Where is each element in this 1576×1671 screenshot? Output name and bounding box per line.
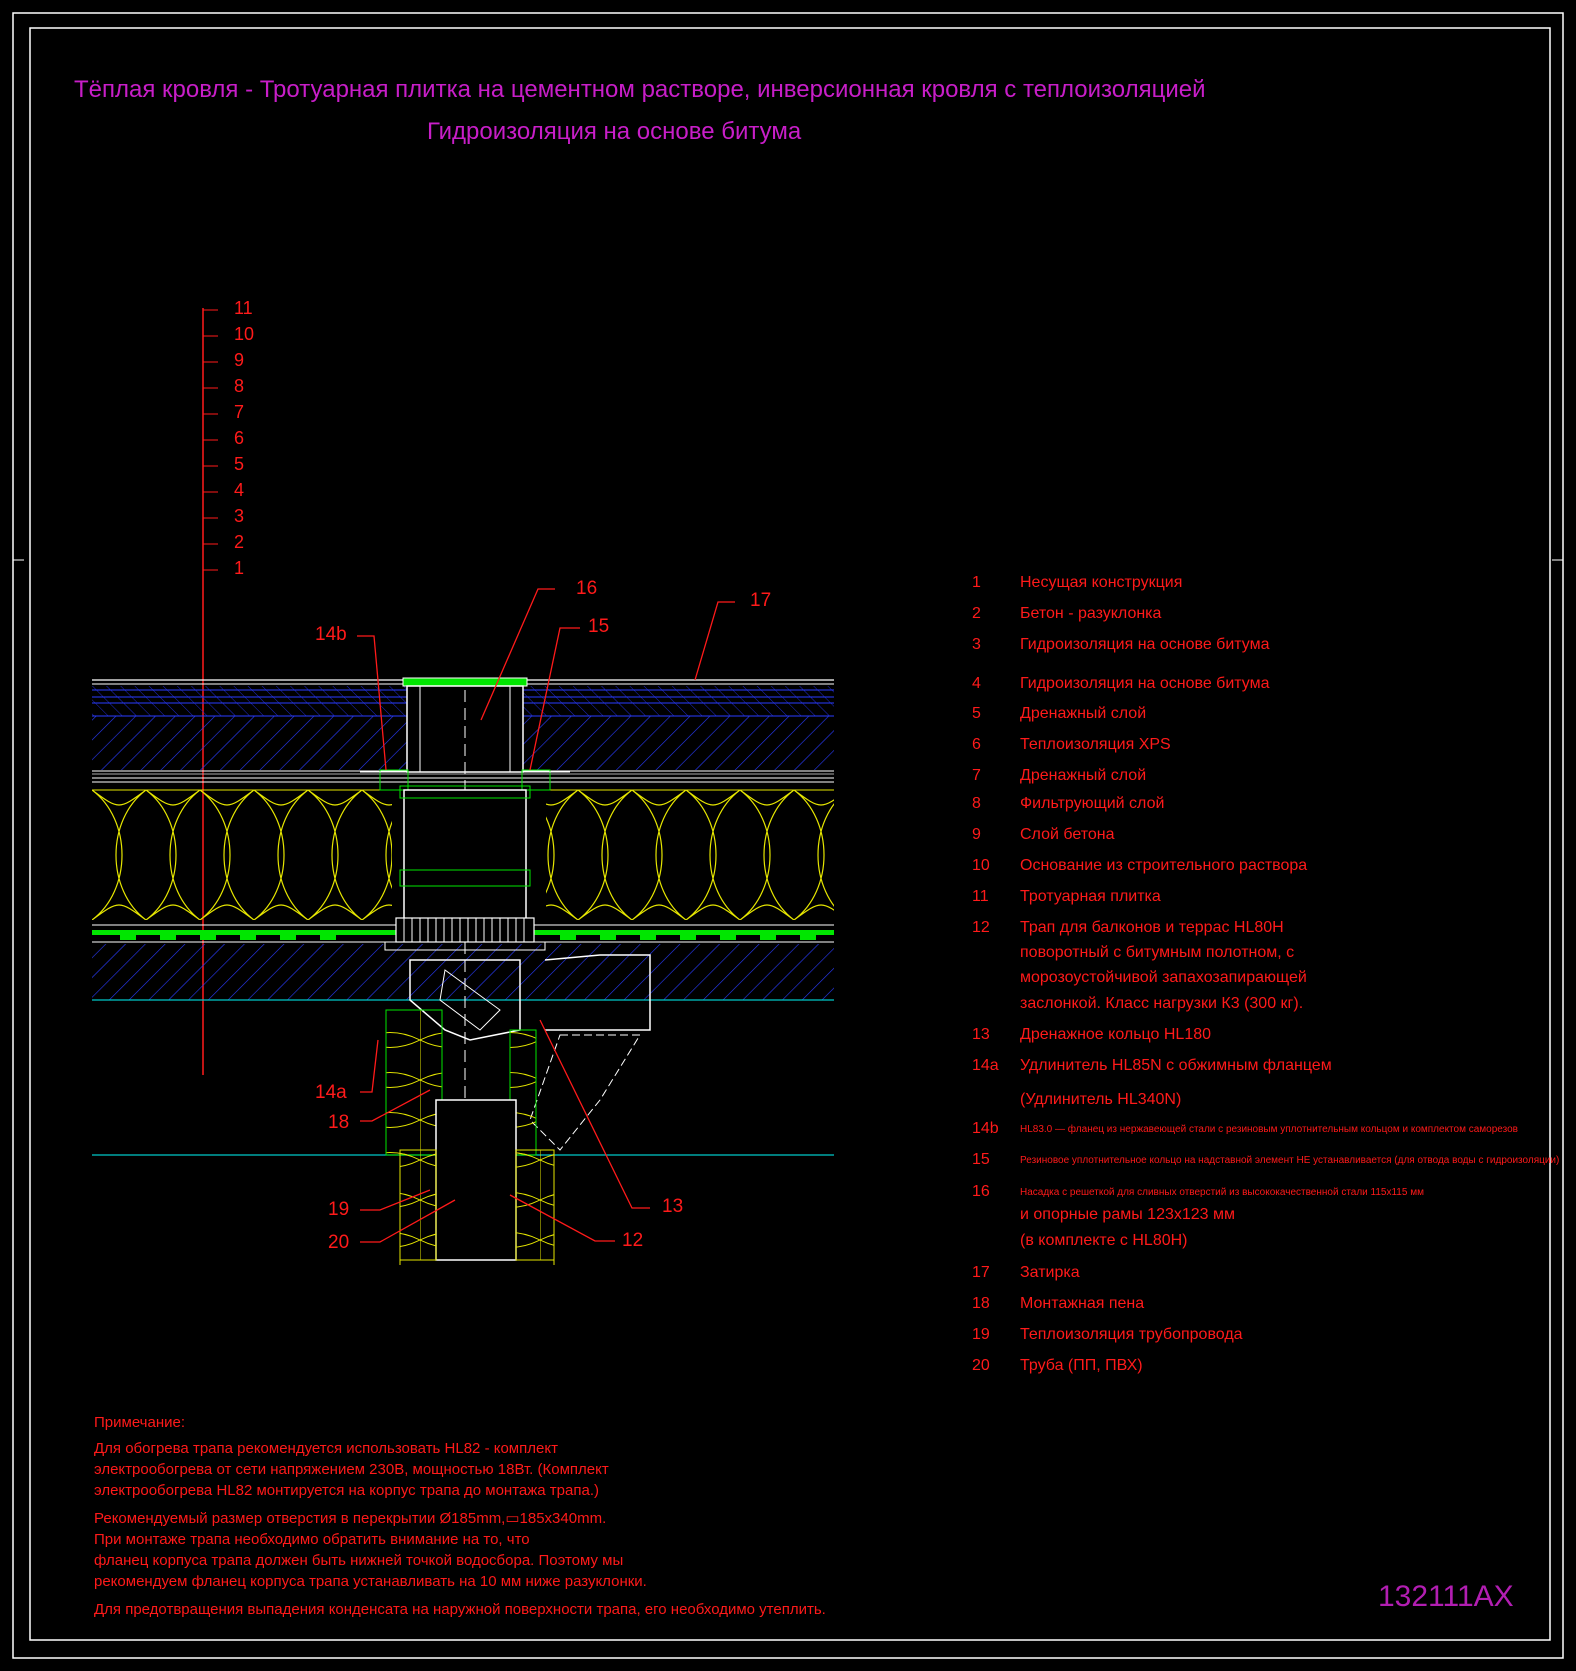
legend-text: и опорные рамы 123х123 мм	[1020, 1206, 1235, 1223]
callout-16: 16	[576, 578, 598, 599]
legend-text: HL83.0 — фланец из нержавеющей стали с р…	[1020, 1124, 1518, 1135]
legend-number: 1	[972, 574, 981, 591]
legend-number: 14a	[972, 1057, 999, 1074]
legend-number: 14b	[972, 1120, 999, 1137]
legend-number: 5	[972, 705, 981, 722]
legend-text: (Удлинитель HL340N)	[1020, 1091, 1182, 1108]
legend-text: Труба (ПП, ПВХ)	[1020, 1357, 1143, 1374]
legend-number: 3	[972, 636, 981, 653]
note-line: электрообогрева HL82 монтируется на корп…	[94, 1482, 599, 1499]
scale-label: 9	[234, 350, 245, 370]
scale-label: 8	[234, 376, 245, 396]
inner-frame	[29, 27, 1551, 1641]
scale-label: 1	[234, 558, 245, 578]
legend-text: Удлинитель HL85N с обжимным фланцем	[1020, 1057, 1332, 1074]
leader-lines	[357, 588, 735, 1243]
scale-label: 4	[234, 480, 245, 500]
note-line: При монтаже трапа необходимо обратить вн…	[94, 1531, 530, 1548]
legend-text: Гидроизоляция на основе битума	[1020, 675, 1270, 692]
scale-label: 2	[234, 532, 245, 552]
legend-text: морозоустойчивой запахозапирающей	[1020, 969, 1307, 986]
drawing-code: 132111AX	[1378, 1580, 1514, 1613]
scale-label: 7	[234, 402, 245, 422]
legend-text: Насадка с решеткой для сливных отверстий…	[1020, 1187, 1424, 1198]
legend-text: Монтажная пена	[1020, 1295, 1145, 1312]
legend-number: 16	[972, 1183, 990, 1200]
legend-text: Дренажное кольцо HL180	[1020, 1026, 1212, 1043]
outer-frame	[12, 12, 1564, 1659]
legend-text: Несущая конструкция	[1020, 574, 1183, 591]
callout-12: 12	[622, 1230, 644, 1251]
legend-number: 10	[972, 857, 990, 874]
scale-label: 3	[234, 506, 245, 526]
legend-text: заслонкой. Класс нагрузки К3 (300 кг).	[1020, 995, 1304, 1012]
legend-number: 2	[972, 605, 981, 622]
drain-assembly	[360, 677, 651, 1265]
callout-20: 20	[328, 1232, 350, 1253]
drawing-subtitle: Гидроизоляция на основе битума	[427, 118, 802, 145]
scale-label: 10	[234, 324, 255, 344]
legend-number: 8	[972, 795, 981, 812]
legend-text: поворотный с битумным полотном, с	[1020, 944, 1295, 961]
note-line: фланец корпуса трапа должен быть нижней …	[94, 1552, 624, 1569]
legend-text: Трап для балконов и террас HL80H	[1020, 919, 1284, 936]
legend-number: 4	[972, 675, 981, 692]
callout-13: 13	[662, 1196, 684, 1217]
legend-text: Фильтрующий слой	[1020, 795, 1165, 812]
scale-label: 6	[234, 428, 245, 448]
legend-text: Дренажный слой	[1020, 767, 1147, 784]
note-line: электрообогрева от сети напряжением 230В…	[94, 1461, 609, 1478]
callout-19: 19	[328, 1199, 350, 1220]
legend-number: 9	[972, 826, 981, 843]
legend-text: Бетон - разуклонка	[1020, 605, 1162, 622]
note-line: Для обогрева трапа рекомендуется использ…	[94, 1440, 558, 1457]
legend-number: 13	[972, 1026, 990, 1043]
legend-text: Основание из строительного раствора	[1020, 857, 1308, 874]
legend-number: 20	[972, 1357, 990, 1374]
legend-text: Резиновое уплотнительное кольцо на надст…	[1020, 1155, 1560, 1166]
legend-number: 7	[972, 767, 981, 784]
legend-text: Дренажный слой	[1020, 705, 1147, 722]
note-line: Для предотвращения выпадения конденсата …	[94, 1601, 826, 1618]
legend-text: Затирка	[1020, 1264, 1080, 1281]
legend-number: 6	[972, 736, 981, 753]
drawing-title: Тёплая кровля - Тротуарная плитка на цем…	[74, 76, 1206, 103]
legend-text: Гидроизоляция на основе битума	[1020, 636, 1270, 653]
callout-14b: 14b	[315, 624, 347, 645]
callout-18: 18	[328, 1112, 350, 1133]
legend-text: Тротуарная плитка	[1020, 888, 1161, 905]
legend-number: 17	[972, 1264, 990, 1281]
legend-number: 18	[972, 1295, 990, 1312]
scale-label: 11	[234, 298, 253, 318]
legend-number: 19	[972, 1326, 990, 1343]
notes-heading: Примечание:	[94, 1414, 185, 1431]
legend-number: 11	[972, 888, 989, 905]
legend-text: Теплоизоляция трубопровода	[1020, 1326, 1243, 1343]
note-line: Рекомендуемый размер отверстия в перекры…	[94, 1510, 607, 1527]
callout-14a: 14a	[315, 1082, 347, 1103]
legend-number: 12	[972, 919, 990, 936]
legend-number: 15	[972, 1151, 990, 1168]
callout-15: 15	[588, 616, 610, 637]
legend-text: (в комплекте с HL80H)	[1020, 1232, 1188, 1249]
note-line: рекомендуем фланец корпуса трапа устанав…	[94, 1573, 647, 1590]
scale-label: 5	[234, 454, 245, 474]
legend-text: Слой бетона	[1020, 826, 1115, 843]
callout-17: 17	[750, 590, 772, 611]
legend-text: Теплоизоляция XPS	[1020, 736, 1171, 753]
